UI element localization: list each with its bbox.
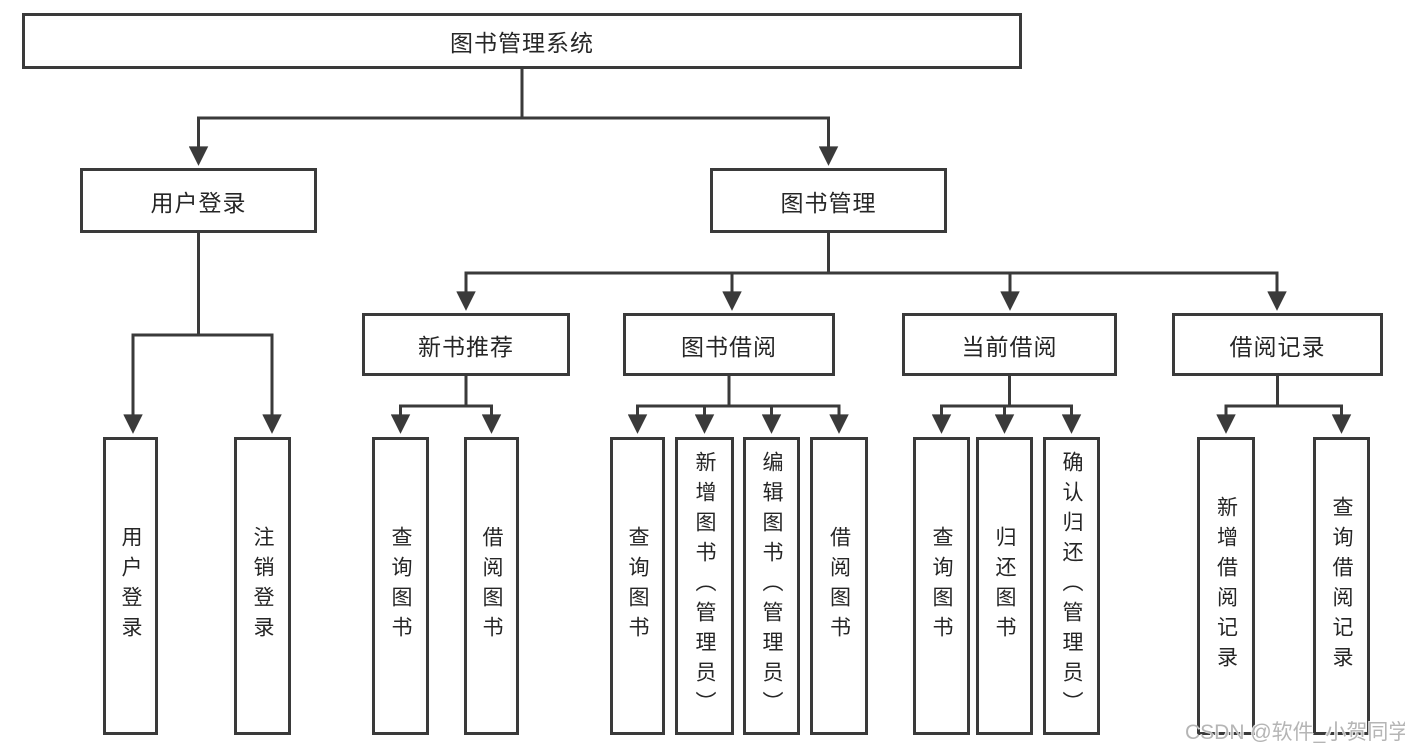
node-user-login-label: 用户登录 (150, 189, 247, 216)
leaf-confirm-return-admin-label: 确认归还（管理员） (1060, 451, 1083, 721)
node-user-login: 用户登录 (80, 168, 317, 233)
leaf-query-books-borrowing-label: 查询图书 (626, 526, 649, 646)
leaf-return-books: 归还图书 (976, 437, 1033, 735)
leaf-return-books-label: 归还图书 (993, 526, 1016, 646)
leaf-borrow-books-borrowing: 借阅图书 (810, 437, 868, 735)
leaf-add-borrow-record: 新增借阅记录 (1197, 437, 1255, 735)
node-book-management: 图书管理 (710, 168, 947, 233)
leaf-query-books-recommend: 查询图书 (372, 437, 429, 735)
leaf-query-borrow-record-label: 查询借阅记录 (1330, 496, 1353, 676)
leaf-query-books-recommend-label: 查询图书 (389, 526, 412, 646)
node-new-book-recommend-label: 新书推荐 (418, 333, 514, 360)
leaf-user-login-label: 用户登录 (119, 526, 142, 646)
leaf-logout: 注销登录 (234, 437, 291, 735)
leaf-query-books-borrowing: 查询图书 (610, 437, 665, 735)
leaf-borrow-books-recommend-label: 借阅图书 (480, 526, 503, 646)
node-current-borrowing: 当前借阅 (902, 313, 1117, 376)
node-library-management-system-label: 图书管理系统 (450, 30, 594, 56)
leaf-borrow-books-borrowing-label: 借阅图书 (827, 526, 851, 646)
leaf-add-borrow-record-label: 新增借阅记录 (1214, 496, 1238, 676)
node-book-borrowing: 图书借阅 (623, 313, 835, 376)
leaf-add-book-admin-label: 新增图书（管理员） (693, 451, 716, 721)
leaf-query-borrow-record: 查询借阅记录 (1313, 437, 1370, 735)
node-borrowing-records-label: 借阅记录 (1229, 333, 1326, 360)
leaf-query-books-current: 查询图书 (913, 437, 970, 735)
node-new-book-recommend: 新书推荐 (362, 313, 570, 376)
leaf-query-books-current-label: 查询图书 (930, 526, 953, 646)
node-borrowing-records: 借阅记录 (1172, 313, 1383, 376)
node-book-management-label: 图书管理 (780, 189, 877, 216)
leaf-confirm-return-admin: 确认归还（管理员） (1043, 437, 1100, 735)
leaf-edit-book-admin: 编辑图书（管理员） (743, 437, 800, 735)
leaf-logout-label: 注销登录 (251, 526, 274, 646)
csdn-watermark: CSDN @软件_小贺同学 (1185, 721, 1405, 744)
leaf-user-login: 用户登录 (103, 437, 158, 735)
leaf-add-book-admin: 新增图书（管理员） (675, 437, 734, 735)
leaf-edit-book-admin-label: 编辑图书（管理员） (760, 451, 783, 721)
node-book-borrowing-label: 图书借阅 (681, 333, 777, 360)
node-current-borrowing-label: 当前借阅 (961, 333, 1058, 360)
node-library-management-system: 图书管理系统 (22, 13, 1022, 69)
leaf-borrow-books-recommend: 借阅图书 (464, 437, 519, 735)
